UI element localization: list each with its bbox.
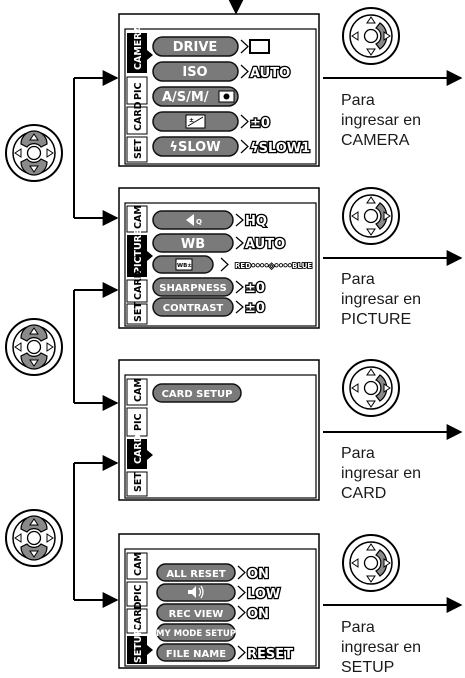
svg-text:HQ: HQ [245, 214, 267, 229]
caption-line: ingresar en [341, 465, 422, 482]
exposure-compensation-icon: ± [185, 114, 206, 129]
picture-tab-strip: CAM PICTURE CARD SET [126, 205, 153, 325]
svg-text:WB: WB [181, 237, 205, 252]
svg-text:RED••••◇••••BLUE: RED••••◇••••BLUE [235, 262, 312, 270]
caption-line: ingresar en [341, 639, 422, 656]
arrow-pad-right-3 [342, 359, 400, 417]
card-menu-screen: CAM PIC CARD SET CARD SETUP [118, 359, 320, 501]
caption-line: CARD [341, 485, 387, 502]
menu-row-flash-slow[interactable]: ϟSLOW ϟSLOW1 [152, 136, 312, 157]
svg-text:CONTRAST: CONTRAST [163, 303, 224, 314]
camera-menu-screen: CAMERA PIC CARD SET DRIVE ISO AUTO A/S/M… [118, 13, 320, 167]
caption-line: Para [341, 445, 375, 462]
single-frame-icon [249, 39, 270, 54]
caption-card: Para ingresar en CARD [341, 444, 421, 504]
tab-card[interactable]: CARD [133, 101, 144, 131]
svg-text:ϟSLOW1: ϟSLOW1 [250, 141, 310, 156]
svg-text:MY MODE SETUP: MY MODE SETUP [156, 629, 236, 639]
picture-menu-screen: CAM PICTURE CARD SET Q HQ WB AUTO [118, 187, 320, 329]
caption-line: Para [341, 271, 375, 288]
svg-text:WB±: WB± [177, 263, 192, 269]
menu-row-my-mode-setup[interactable]: MY MODE SETUP [156, 623, 236, 642]
menu-row-contrast[interactable]: CONTRAST ±0 [152, 297, 266, 317]
svg-text:SHARPNESS: SHARPNESS [159, 283, 227, 294]
caption-line: ingresar en [341, 291, 422, 308]
menu-row-asm[interactable]: A/S/M/ [152, 86, 239, 107]
arrow-pad-right-4 [342, 534, 400, 592]
menu-row-wb-adjust[interactable]: WB± RED••••◇••••BLUE [152, 255, 313, 274]
svg-text:ALL RESET: ALL RESET [166, 569, 226, 580]
svg-text:±: ± [189, 117, 194, 124]
caption-picture: Para ingresar en PICTURE [341, 270, 421, 330]
connector-lines [73, 0, 463, 613]
svg-text:ϟSLOW: ϟSLOW [169, 140, 220, 155]
menu-row-all-reset[interactable]: ALL RESET ON [156, 563, 270, 583]
svg-text:ISO: ISO [182, 65, 207, 80]
svg-text:AUTO: AUTO [245, 237, 285, 252]
menu-row-drive[interactable]: DRIVE [152, 36, 270, 57]
menu-row-card-setup[interactable]: CARD SETUP [152, 383, 242, 403]
menu-row-sharpness[interactable]: SHARPNESS ±0 [152, 277, 266, 297]
tab-picture[interactable]: PICTURE [133, 229, 144, 274]
caption-line: Para [341, 619, 375, 636]
menu-row-image-quality[interactable]: Q HQ [152, 210, 268, 230]
menu-row-file-name[interactable]: FILE NAME RESET [156, 643, 294, 663]
menu-row-iso[interactable]: ISO AUTO [152, 61, 291, 82]
svg-text:Q: Q [196, 218, 202, 226]
tab-pic[interactable]: PIC [133, 585, 144, 602]
svg-text:A/S/M/: A/S/M/ [162, 90, 209, 105]
image-quality-icon: Q [186, 214, 202, 226]
svg-text:±0: ±0 [245, 281, 265, 296]
tab-set[interactable]: SET [133, 139, 144, 159]
my-mode-icon [218, 90, 235, 103]
tab-pic[interactable]: PIC [133, 83, 144, 100]
setup-menu-screen: CAM PIC CARD SETUP ALL RESET ON LOW [118, 533, 320, 669]
tab-camera-bg [127, 33, 147, 73]
svg-text:REC VIEW: REC VIEW [169, 609, 224, 620]
tab-pic[interactable]: PIC [133, 414, 144, 431]
svg-text:±0: ±0 [250, 116, 270, 131]
tab-card[interactable]: CARD [133, 434, 144, 464]
svg-text:ON: ON [247, 567, 269, 582]
caption-line: CAMERA [341, 132, 410, 149]
tab-card[interactable]: CARD [133, 601, 144, 631]
svg-text:CARD SETUP: CARD SETUP [162, 389, 233, 400]
caption-line: SETUP [341, 659, 395, 676]
arrow-pad-up-down-1 [5, 124, 63, 182]
menu-row-exposure[interactable]: ± ±0 [152, 111, 271, 132]
tab-cam[interactable]: CAM [133, 378, 144, 402]
tab-set[interactable]: SET [133, 302, 144, 322]
arrow-pad-right-2 [342, 187, 400, 245]
svg-text:FILE NAME: FILE NAME [166, 649, 226, 660]
tab-cam[interactable]: CAM [133, 552, 144, 576]
menu-row-sound[interactable]: LOW [156, 583, 282, 603]
svg-text:AUTO: AUTO [250, 66, 290, 81]
svg-text:DRIVE: DRIVE [173, 40, 218, 55]
tab-cam[interactable]: CAM [133, 205, 144, 229]
tab-card[interactable]: CARD [133, 270, 144, 300]
svg-text:RESET: RESET [247, 647, 293, 662]
caption-line: ingresar en [341, 112, 422, 129]
sound-icon [188, 585, 204, 599]
tab-setup[interactable]: SETUP [133, 628, 144, 663]
camera-tab-strip: CAMERA PIC CARD SET [126, 24, 153, 163]
arrow-pad-right-1 [342, 7, 400, 65]
caption-line: PICTURE [341, 311, 412, 328]
svg-text:LOW: LOW [247, 587, 280, 602]
caption-setup: Para ingresar en SETUP [341, 618, 421, 678]
setup-tab-strip: CAM PIC CARD SETUP [126, 552, 153, 664]
svg-text:ON: ON [247, 607, 269, 622]
wb-adjust-icon: WB± [175, 258, 193, 271]
menu-row-rec-view[interactable]: REC VIEW ON [156, 603, 270, 623]
card-tab-strip: CAM PIC CARD SET [126, 378, 153, 497]
svg-text:±0: ±0 [245, 301, 265, 316]
caption-camera: Para ingresar en CAMERA [341, 91, 421, 151]
tab-camera[interactable]: CAMERA [133, 24, 144, 70]
menu-row-wb[interactable]: WB AUTO [152, 233, 286, 253]
arrow-pad-up-down-3 [5, 509, 63, 567]
arrow-pad-up-down-2 [5, 318, 63, 376]
caption-line: Para [341, 92, 375, 109]
tab-set[interactable]: SET [133, 472, 144, 492]
